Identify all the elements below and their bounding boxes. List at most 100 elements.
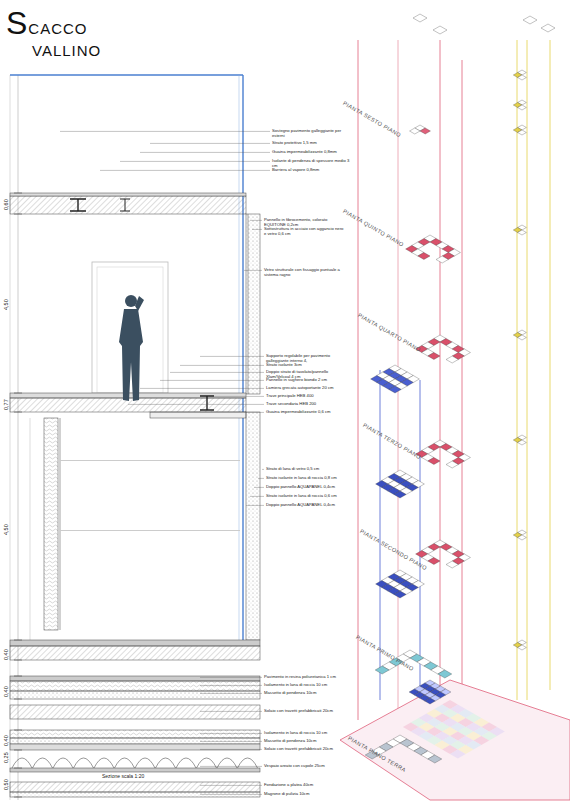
section-drawing xyxy=(10,75,260,800)
drawing-stroke xyxy=(375,666,389,674)
leader-line xyxy=(254,487,264,488)
layer-annotation: Trave principale HEB 400 xyxy=(266,394,314,399)
drawing-stroke xyxy=(418,253,430,260)
drawing-stroke xyxy=(156,758,176,768)
leader-line xyxy=(250,496,264,497)
drawing-stroke xyxy=(527,40,528,700)
scale-caption: Sezione scala 1:20 xyxy=(100,774,146,780)
drawing-stroke xyxy=(518,75,527,80)
human-figure xyxy=(119,295,144,401)
leader-line xyxy=(140,152,270,153)
drawing-stroke xyxy=(518,335,527,340)
layer-annotation: Guaina impermeabilizzante 0,8mm xyxy=(272,150,337,155)
drawing-stroke xyxy=(394,591,406,598)
layer-annotation: Strato isolante 3cm xyxy=(266,363,302,368)
drawing-stroke xyxy=(394,491,406,498)
drawing-stroke xyxy=(428,353,440,360)
drawing-stroke xyxy=(242,75,243,640)
drawing-stroke xyxy=(10,640,260,646)
drawing-stroke xyxy=(12,758,32,768)
drawing-stroke xyxy=(10,74,243,75)
layer-annotation: Vetro strutturale con fissaggio puntuale… xyxy=(264,268,346,278)
drawing-stroke xyxy=(523,16,537,24)
drawing-stroke xyxy=(420,128,430,134)
drawing-stroke xyxy=(44,418,58,630)
axonometric xyxy=(340,14,570,800)
layer-annotation: Strato isolante in lana di roccia 0,6 cm xyxy=(266,494,337,499)
drawing-stroke xyxy=(119,309,143,401)
layer-annotation: Isolamento in lana di roccia 10 cm xyxy=(264,731,327,736)
leader-line xyxy=(200,749,262,750)
dimension-label: 0,40 xyxy=(3,649,9,660)
leader-line xyxy=(200,685,262,686)
layer-annotation: Guaina impermeabilizzante 0,6 cm xyxy=(266,410,330,415)
leader-line xyxy=(200,741,262,742)
leader-line xyxy=(150,143,270,144)
layer-annotation: Vespaio areato con cupole 25cm xyxy=(264,764,325,769)
leader-line xyxy=(200,677,262,678)
drawing-stroke xyxy=(10,705,260,719)
drawing-stroke xyxy=(10,744,260,750)
drawing-stroke xyxy=(413,14,427,22)
leader-line xyxy=(128,404,264,405)
drawing-stroke xyxy=(10,782,260,792)
drawing-stroke xyxy=(428,558,440,565)
drawing-stroke xyxy=(10,676,260,681)
drawing-stroke xyxy=(10,196,246,214)
layer-annotation: Sottostruttura in acciaio con aggancio n… xyxy=(264,227,346,237)
dimension-label: 4,50 xyxy=(3,299,9,310)
dimension-label: 0,77 xyxy=(3,399,9,410)
leader-line xyxy=(244,270,262,271)
drawing-stroke xyxy=(425,698,435,704)
drawing-stroke xyxy=(446,561,458,568)
drawing-stroke xyxy=(10,193,246,196)
drawing-stroke xyxy=(33,758,53,768)
drawing-stroke xyxy=(436,256,448,263)
drawing-stroke xyxy=(60,530,240,531)
layer-annotation: Trave secondaria HEB 200 xyxy=(266,402,316,407)
drawing-stroke xyxy=(135,296,144,311)
leader-line xyxy=(258,478,264,479)
leader-line xyxy=(210,396,264,397)
drawing-stroke xyxy=(10,646,260,660)
drawing-stroke xyxy=(10,681,260,691)
layer-annotation: Barriera al vapore 0,8mm xyxy=(272,168,319,173)
dimension-label: 0,60 xyxy=(3,199,9,210)
drawing-stroke xyxy=(518,105,527,110)
floor-plan-label: PIANTA QUINTO PIANO xyxy=(342,208,405,248)
drawing-stroke xyxy=(433,26,447,34)
floor-plan-label: PIANTA SECONDO PIANO xyxy=(359,528,428,572)
layer-annotation: Isolamento in lana di roccia 10 cm xyxy=(264,683,327,688)
layer-annotation: Strato isolante in lana di roccia 0,8 cm xyxy=(266,476,337,481)
drawing-stroke xyxy=(200,396,214,410)
layer-annotation: Strato di lana di vetro 0,5 cm xyxy=(266,467,319,472)
leader-line xyxy=(140,388,264,389)
drawing-stroke xyxy=(30,418,31,640)
drawing-stroke xyxy=(518,535,527,540)
drawing-stroke xyxy=(10,691,260,699)
dimension-label: 0,25 xyxy=(3,752,9,763)
drawing-stroke xyxy=(115,758,135,768)
drawing-stroke xyxy=(239,75,240,640)
leader-line xyxy=(200,711,262,712)
leader-line xyxy=(250,220,262,221)
drawing-stroke xyxy=(518,440,527,445)
drawing-stroke xyxy=(70,199,86,211)
leader-line xyxy=(246,505,264,506)
drawing-stroke xyxy=(440,40,441,700)
leader-line xyxy=(262,469,264,470)
leader-line xyxy=(200,356,264,357)
drawing-stroke xyxy=(150,412,246,418)
dimension-label: 4,50 xyxy=(3,524,9,535)
drawing-stroke xyxy=(246,214,260,394)
drawing-stroke xyxy=(420,380,421,700)
drawing-stroke xyxy=(120,199,130,211)
leader-line xyxy=(100,170,270,171)
drawing-stroke xyxy=(410,128,420,134)
drawing-stroke xyxy=(518,230,527,235)
layer-annotation: Magrone di pulizia 10cm xyxy=(264,792,309,797)
floor-plan-label: PIANTA TERZO PIANO xyxy=(362,422,422,461)
drawing-stroke xyxy=(60,418,61,630)
drawing-stroke xyxy=(462,60,463,700)
leader-line xyxy=(200,785,262,786)
